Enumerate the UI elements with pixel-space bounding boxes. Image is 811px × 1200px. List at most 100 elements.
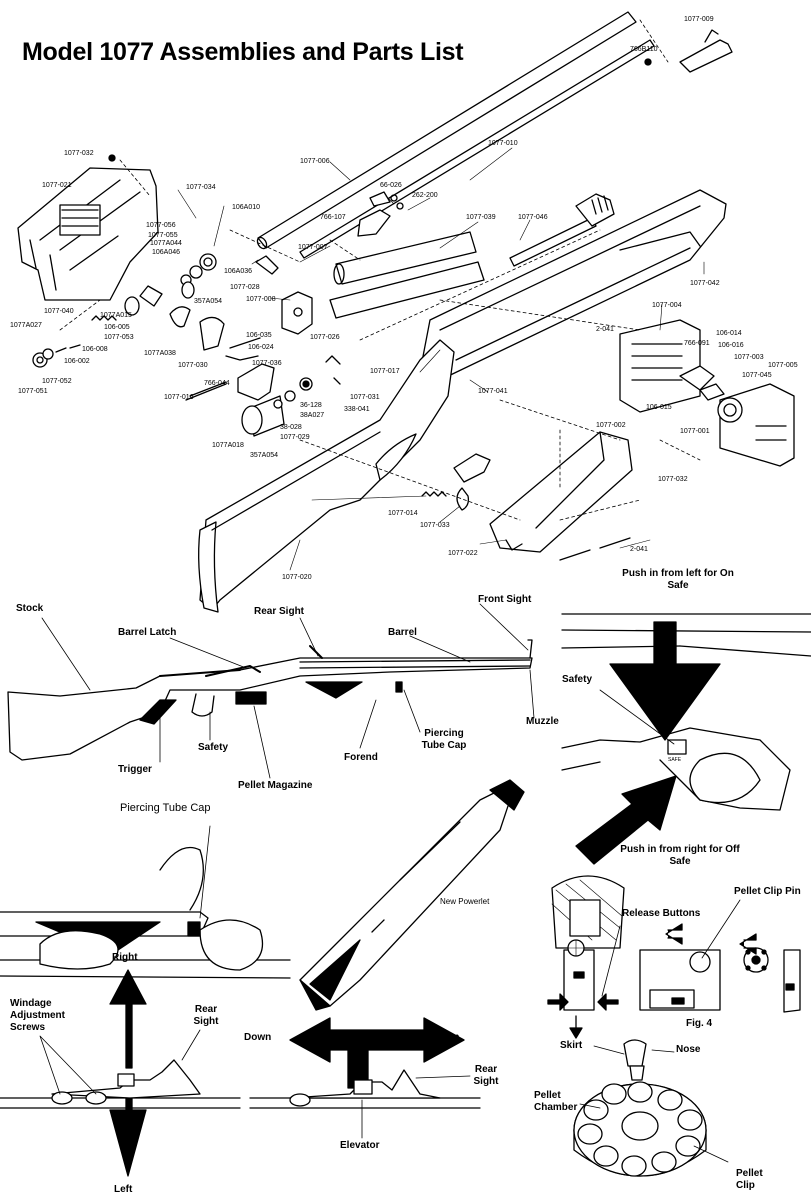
part-label: 38A027 xyxy=(300,412,325,419)
part-label: 106-016 xyxy=(718,342,744,349)
part-label: 106-002 xyxy=(64,358,90,365)
part-label: 106-015 xyxy=(646,404,672,411)
piercing-tube-cap-caption: Piercing Tube Cap xyxy=(120,802,211,814)
pellet-clip-view xyxy=(573,1039,729,1177)
up-down-arrow xyxy=(289,1017,465,1089)
clip-release-view xyxy=(547,875,625,1039)
leader-lines xyxy=(177,147,705,571)
part-label: 1077-045 xyxy=(742,372,772,379)
safety-label: Safety xyxy=(198,742,229,753)
part-label: 357A054 xyxy=(194,298,223,305)
trigger-label: Trigger xyxy=(118,764,152,775)
part-label: 1077-034 xyxy=(186,184,216,191)
part-label: 1077-033 xyxy=(420,522,450,529)
part-label: 1077-014 xyxy=(388,510,418,517)
front-sight-part xyxy=(679,39,733,73)
end-cap-housing-part xyxy=(717,383,795,467)
part-label: 36-128 xyxy=(300,402,322,409)
part-label: 1077-042 xyxy=(690,280,720,287)
part-label: 66-026 xyxy=(380,182,402,189)
part-label: 1077-046 xyxy=(518,214,548,221)
stock-part xyxy=(198,339,455,613)
piercing-tube-cap-label: Piercing Tube Cap xyxy=(421,728,467,751)
elevation-sight-view xyxy=(249,1017,481,1139)
part-label: 1077-031 xyxy=(350,394,380,401)
up-label: Up xyxy=(446,1032,460,1043)
part-label: 262-200 xyxy=(412,192,438,199)
part-label: 1077-039 xyxy=(466,214,496,221)
part-label: 1077-030 xyxy=(178,362,208,369)
forend-label: Forend xyxy=(344,752,378,763)
barrel-latch-label: Barrel Latch xyxy=(118,627,177,638)
part-label: 1077A038 xyxy=(144,350,176,357)
push-left-arrow xyxy=(609,621,721,741)
rear-sight-windage-label: Rear Sight xyxy=(193,1004,219,1027)
rear-sight-elevation-label: Rear Sight xyxy=(473,1064,499,1087)
pellet-chamber-label: Pellet Chamber xyxy=(534,1090,578,1113)
part-label: 1077-001 xyxy=(680,428,710,435)
reservoir-tube-part xyxy=(329,193,615,319)
clip-pin-view xyxy=(639,899,801,1013)
part-label: 106-005 xyxy=(104,324,130,331)
part-label: 1077-055 xyxy=(148,232,178,239)
fig4-label: Fig. 4 xyxy=(686,1018,713,1029)
trigger-group-part xyxy=(421,431,633,561)
push-right-arrow xyxy=(575,775,677,865)
part-label: 38-028 xyxy=(280,424,302,431)
part-label: 1077A027 xyxy=(10,322,42,329)
new-powerlet-label: New Powerlet xyxy=(440,897,490,906)
part-label: 357A054 xyxy=(250,452,279,459)
small-parts-cluster xyxy=(32,191,404,437)
part-label: 106A010 xyxy=(232,204,261,211)
loading-illustration xyxy=(0,825,291,979)
push-left-label: Push in from left for On Safe xyxy=(622,568,734,591)
part-label: 1077A015 xyxy=(100,312,132,319)
part-label: 1077-004 xyxy=(652,302,682,309)
part-label: 106-008 xyxy=(82,346,108,353)
part-label: 106-024 xyxy=(248,344,274,351)
front-sight-label: Front Sight xyxy=(478,594,532,605)
part-label: 1077-041 xyxy=(478,388,508,395)
part-label: 1077-026 xyxy=(310,334,340,341)
pellet-magazine-label: Pellet Magazine xyxy=(238,780,313,791)
part-label: 1077-040 xyxy=(44,308,74,315)
safe-mark: SAFE xyxy=(668,757,682,763)
pellet-clip-label: Pellet Clip xyxy=(736,1168,763,1191)
part-label: 766B110 xyxy=(630,46,658,53)
part-label: 1077-028 xyxy=(230,284,260,291)
left-label: Left xyxy=(114,1184,133,1195)
part-label: 2-041 xyxy=(596,326,614,333)
release-buttons-label: Release Buttons xyxy=(622,908,701,919)
part-label: 1077-003 xyxy=(734,354,764,361)
assembly-guides xyxy=(59,19,701,521)
part-label: 106A046 xyxy=(152,249,181,256)
safety-detail-label: Safety xyxy=(562,674,593,685)
part-label: 106-014 xyxy=(716,330,742,337)
part-label: 1077-053 xyxy=(104,334,134,341)
part-label: 106A036 xyxy=(224,268,253,275)
push-right-label: Push in from right for Off Safe xyxy=(620,844,740,867)
nose-label: Nose xyxy=(676,1044,701,1055)
powerlet-illustration xyxy=(299,779,525,1011)
part-label: 1077-009 xyxy=(684,16,714,23)
pellet-clip-pin-label: Pellet Clip Pin xyxy=(734,886,801,897)
rifle-side-view xyxy=(7,639,533,761)
part-label: 1077-008 xyxy=(246,296,276,303)
part-label: 766-044 xyxy=(204,380,230,387)
page-title: Model 1077 Assemblies and Parts List xyxy=(22,38,464,66)
part-label: 1077-022 xyxy=(448,550,478,557)
magazine-housing-part xyxy=(619,319,725,413)
part-label: 766-091 xyxy=(684,340,710,347)
part-label: 1077-032 xyxy=(658,476,688,483)
stock-label: Stock xyxy=(16,603,44,614)
muzzle-label: Muzzle xyxy=(526,716,559,727)
part-label: 2-041 xyxy=(630,546,648,553)
part-label: 1077-005 xyxy=(768,362,798,369)
part-label: 1077A018 xyxy=(212,442,244,449)
part-label: 1077-010 xyxy=(488,140,518,147)
right-label: Right xyxy=(112,952,138,963)
down-label: Down xyxy=(244,1032,272,1043)
part-label: 1077-051 xyxy=(18,388,48,395)
safety-detail-view xyxy=(561,613,811,865)
